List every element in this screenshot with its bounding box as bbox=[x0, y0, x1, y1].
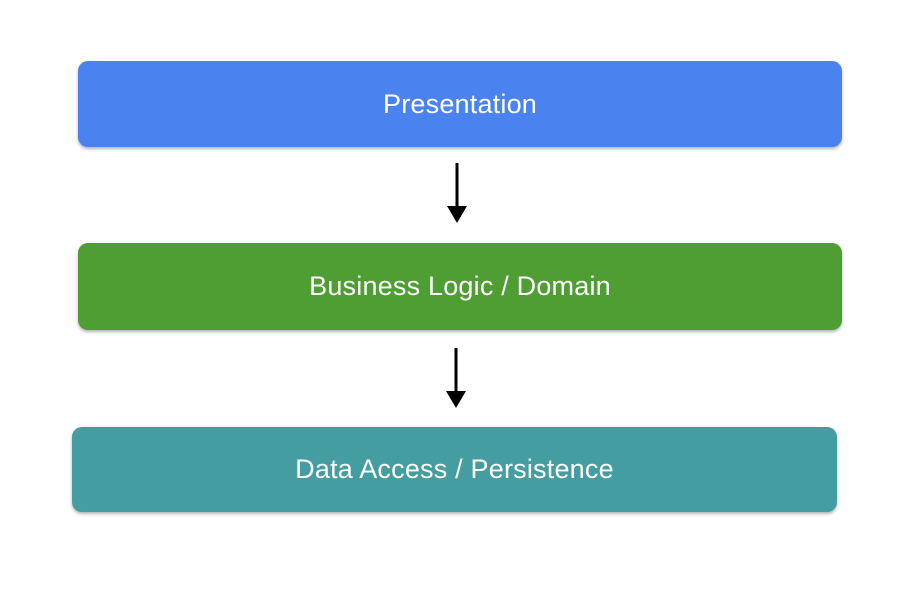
down-arrow-icon bbox=[447, 163, 467, 223]
down-arrow-icon bbox=[446, 348, 466, 408]
layer-label-data-access: Data Access / Persistence bbox=[295, 454, 614, 484]
layer-box-data-access: Data Access / Persistence bbox=[72, 427, 837, 512]
layer-label-presentation: Presentation bbox=[383, 88, 537, 119]
layer-box-presentation: Presentation bbox=[78, 61, 842, 147]
layer-box-business-logic: Business Logic / Domain bbox=[78, 243, 842, 330]
layer-label-business-logic: Business Logic / Domain bbox=[309, 271, 611, 301]
